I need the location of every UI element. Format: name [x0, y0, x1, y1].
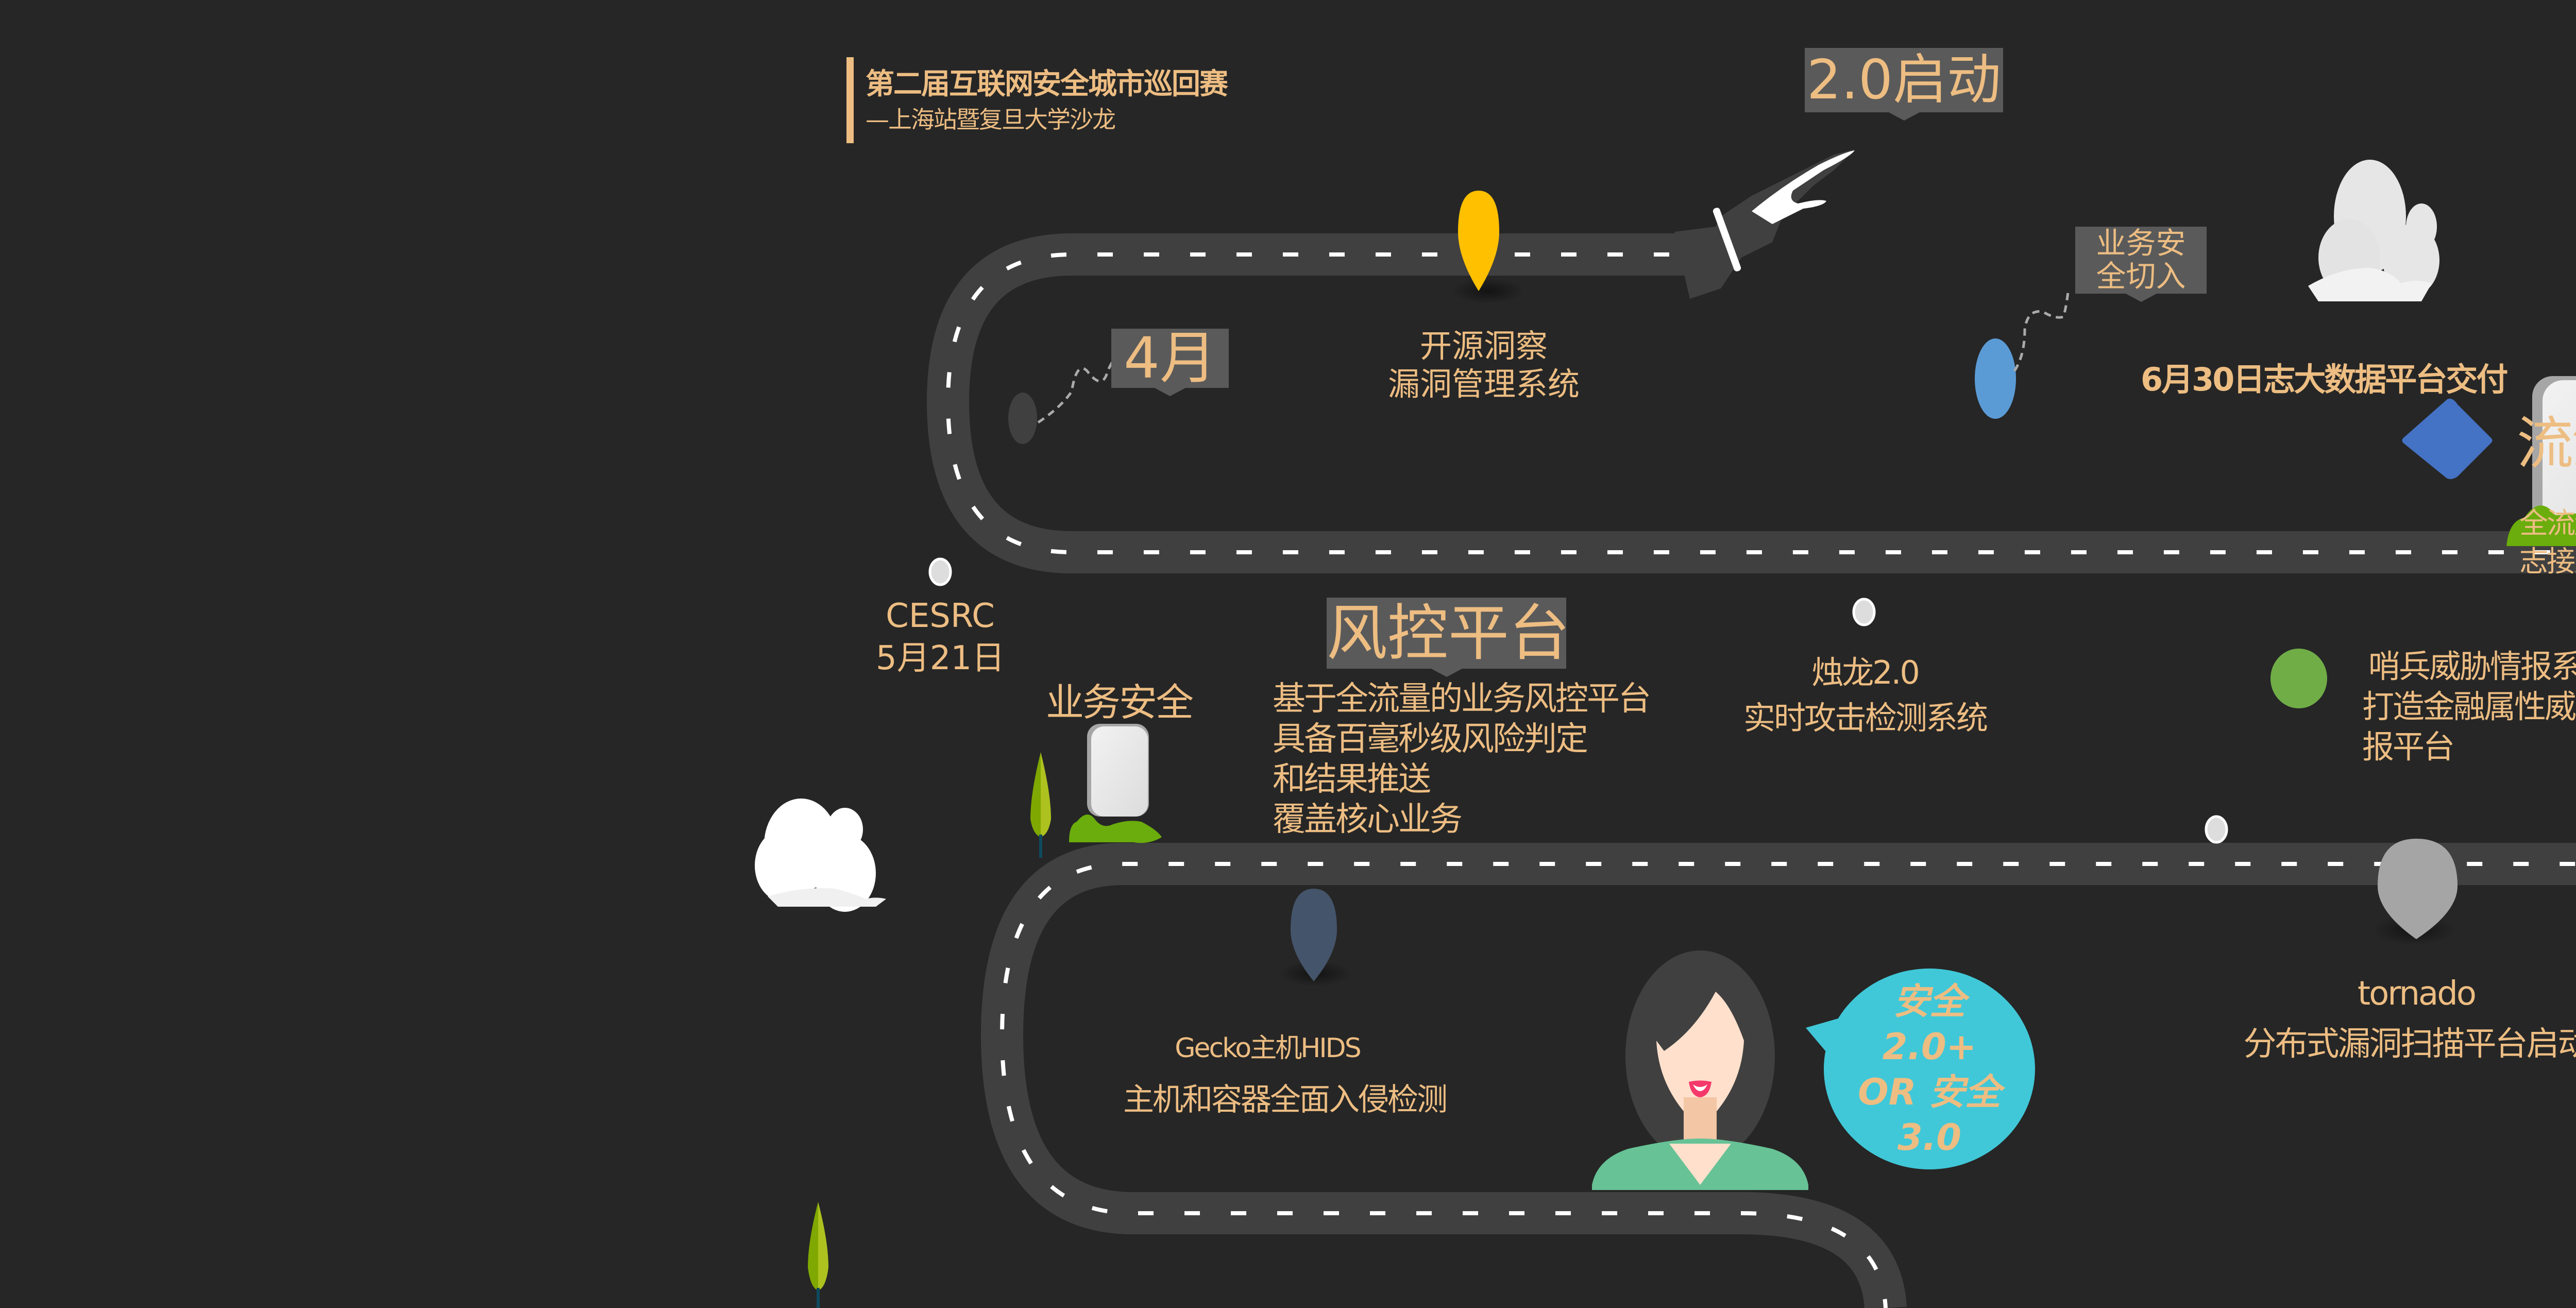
pin-yellow-icon [1452, 191, 1524, 304]
bubble-line3: OR 安全 [1858, 1071, 2001, 1113]
bubble-line2: 2.0+ [1882, 1026, 1977, 1068]
cesrc-line2: 5月21日 [876, 639, 1005, 677]
bubble-line4: 3.0 [1897, 1116, 1961, 1159]
cesrc-line1: CESRC [886, 597, 995, 635]
milestone-stone-liusha [2506, 376, 2576, 546]
biz-entry-callout: 业务安 全切入 [2075, 226, 2207, 302]
speech-bubble [1806, 969, 2035, 1169]
bubble-line1: 安全 [1893, 980, 1965, 1023]
milestone-stone-biz-security [1069, 724, 1162, 843]
pin-slate-icon [1279, 889, 1351, 987]
dot-white-tornado [2205, 815, 2228, 844]
page-subtitle: —上海站暨复旦大学沙龙 [866, 106, 1116, 133]
liusha-line2: 志接入和处理 [2519, 545, 2576, 579]
liusha-line1: 全流量、全日 [2519, 507, 2576, 540]
dot-gray-4月 [1008, 393, 1037, 444]
start-callout: 2.0启动 [1805, 48, 2003, 121]
cloud-icon-left [755, 799, 886, 912]
tornado-line1: tornado [2358, 975, 2477, 1013]
dot-blue-biz-entry [1975, 338, 2016, 419]
risk-line-4: 覆盖核心业务 [1273, 801, 1463, 839]
sentinel-line2: 打造金融属性威胁情 [2362, 688, 2576, 725]
sentinel-line1: 哨兵威胁情报系统 [2368, 648, 2576, 685]
tornado-label: tornado 分布式漏洞扫描平台启动 [2215, 969, 2576, 1069]
pointing-hand-icon [1674, 149, 1855, 299]
sentinel-label: 哨兵威胁情报系统 打造金融属性威胁情 报平台 [2362, 647, 2576, 767]
winding-road [927, 233, 2576, 1308]
tree-icon-bottom-left [808, 1202, 828, 1308]
zhulong-line1: 烛龙2.0 [1811, 654, 1920, 691]
dashed-connector-4月 [1037, 360, 1114, 424]
gecko-line1: Gecko主机HIDS [1175, 1033, 1361, 1064]
risk-platform-desc: 基于全流量的业务风控平台 具备百毫秒级风险判定 和结果推送 覆盖核心业务 [1273, 679, 1651, 840]
tornado-line2: 分布式漏洞扫描平台启动 [2243, 1025, 2576, 1063]
zhulong-label: 烛龙2.0 实时攻击检测系统 [1731, 650, 1999, 741]
dot-white-zhulong [1852, 598, 1876, 626]
tree-icon-left-middle [1030, 752, 1051, 858]
risk-platform-callout: 风控平台 [1327, 598, 1570, 677]
liusha-desc: 全流量、全日 志接入和处理 [2519, 505, 2576, 581]
cloud-icon-top-right [2308, 160, 2439, 301]
woman-avatar [1592, 950, 1808, 1190]
biz-entry-line1: 业务安 [2096, 226, 2186, 261]
risk-line-2: 具备百毫秒级风险判定 [1273, 720, 1588, 758]
title-accent-bar [846, 57, 854, 143]
zhulong-line2: 实时攻击检测系统 [1743, 699, 1988, 737]
sentinel-line3: 报平台 [2362, 728, 2455, 766]
biz-security-label: 业务安全 [1046, 681, 1194, 725]
diamond-blue-icon [2402, 398, 2493, 479]
vuln-mgmt-line1: 开源洞察 [1419, 327, 1548, 365]
vuln-mgmt-label: 开源洞察 漏洞管理系统 [1360, 327, 1607, 404]
page-title: 第二届互联网安全城市巡回赛 [866, 67, 1228, 101]
biz-entry-line2: 全切入 [2096, 259, 2186, 294]
risk-line-1: 基于全流量的业务风控平台 [1273, 680, 1651, 718]
speech-bubble-text: 安全 2.0+ OR 安全 3.0 [1844, 979, 2014, 1160]
pin-gray-icon [2372, 839, 2458, 945]
cesrc-label: CESRC 5月21日 [876, 595, 1005, 680]
log-platform-label: 6月30日志大数据平台交付 [2141, 361, 2508, 398]
gecko-line2: 主机和容器全面入侵检测 [1123, 1082, 1448, 1118]
vuln-mgmt-line2: 漏洞管理系统 [1387, 365, 1580, 403]
start-callout-text: 2.0启动 [1807, 48, 2001, 111]
risk-line-3: 和结果推送 [1273, 760, 1431, 799]
april-callout-text: 4月 [1124, 325, 1216, 391]
risk-platform-callout-text: 风控平台 [1327, 598, 1570, 669]
gecko-label: Gecko主机HIDS 主机和容器全面入侵检测 [1123, 1023, 1448, 1126]
liusha-title: 流沙1.0 [2517, 411, 2576, 477]
dot-green-sentinel [2270, 649, 2327, 708]
dashed-connector-biz-entry [2013, 288, 2070, 372]
april-callout: 4月 [1111, 329, 1229, 396]
dot-white-cesrc [928, 557, 952, 586]
